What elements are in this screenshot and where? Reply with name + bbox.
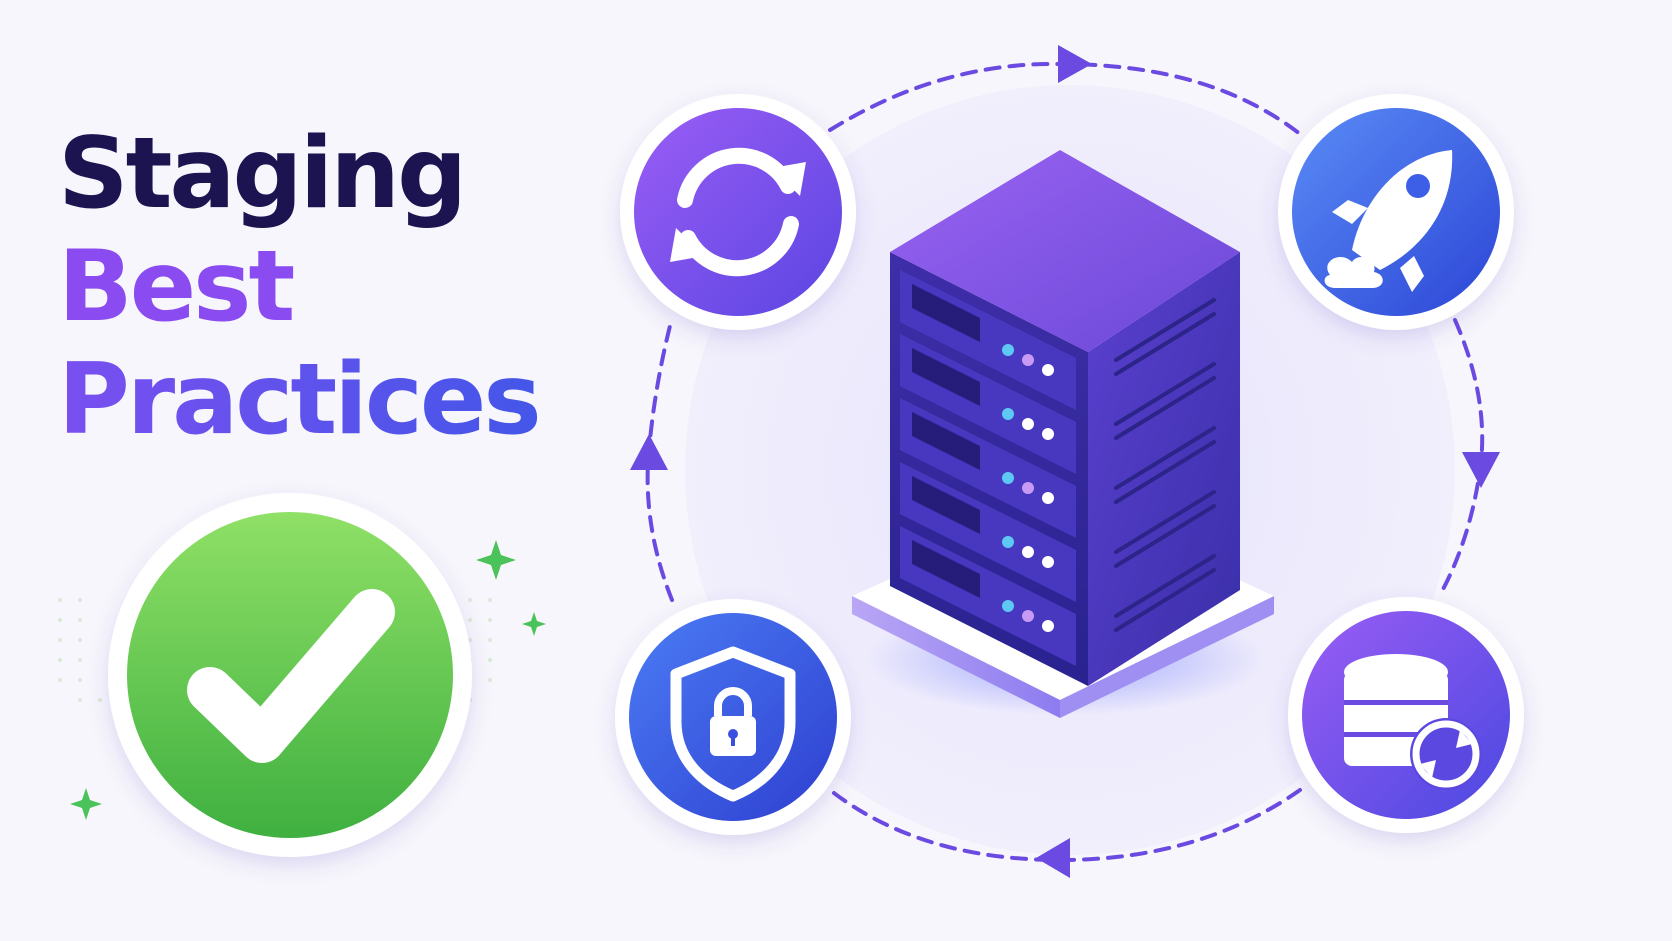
check-badge	[108, 493, 472, 857]
shield-badge	[615, 599, 851, 835]
shield-lock-icon	[670, 646, 796, 802]
sparkle-icon	[70, 540, 546, 820]
database-badge	[1288, 597, 1524, 833]
server-rack-icon	[852, 150, 1274, 718]
page-title: Staging Best Practices	[58, 117, 542, 457]
rocket-badge	[1278, 94, 1514, 330]
title-line-best: Best	[58, 230, 295, 344]
title-line-staging: Staging	[58, 117, 467, 231]
database-sync-icon	[1344, 654, 1482, 790]
arrowhead-icon	[630, 45, 1500, 878]
check-icon	[187, 589, 395, 763]
rocket-icon	[1324, 150, 1453, 292]
sync-badge	[620, 94, 856, 330]
title-line-practices: Practices	[58, 343, 542, 457]
